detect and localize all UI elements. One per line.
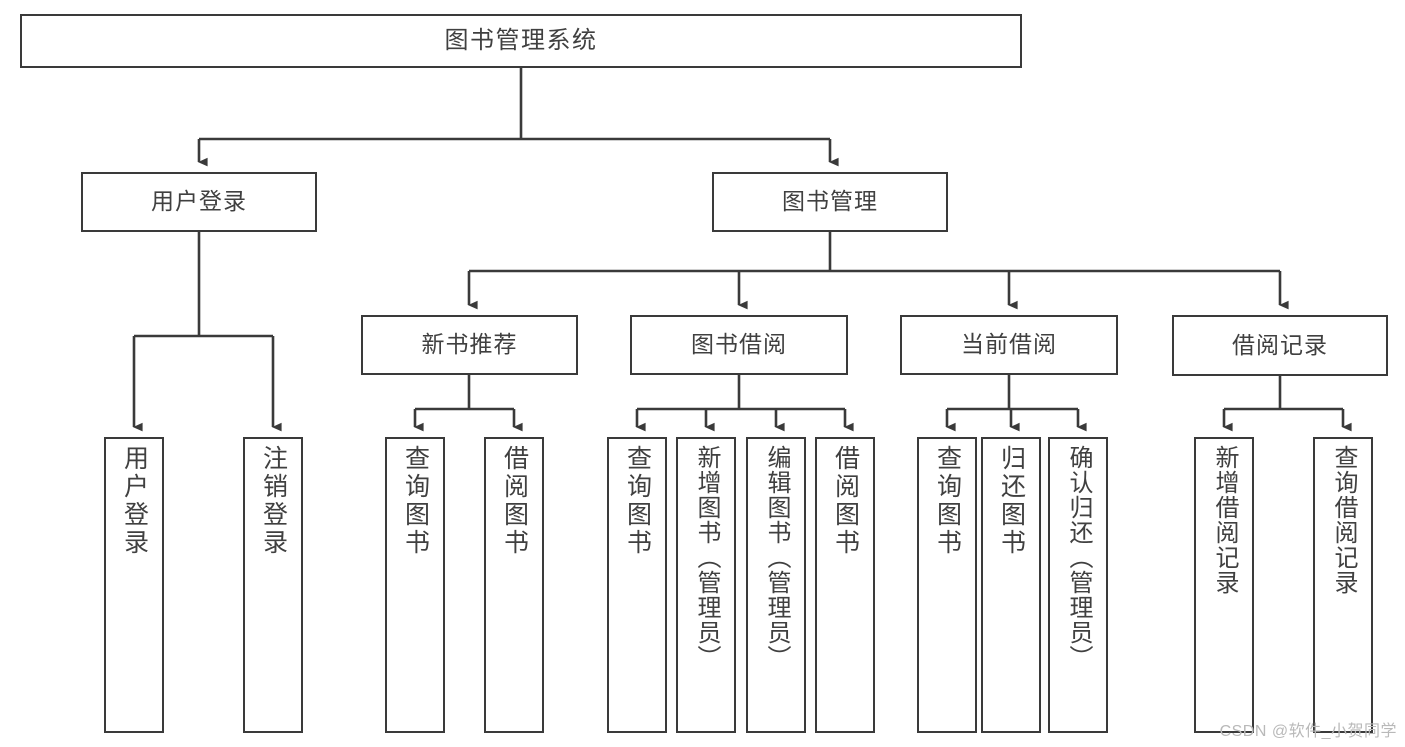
node-current-borrow[interactable]: 当前借阅: [900, 315, 1118, 375]
leaf-borrow-book-recommend[interactable]: 借阅图书: [484, 437, 544, 733]
node-borrow-record[interactable]: 借阅记录: [1172, 315, 1388, 376]
node-label: 查询图书: [623, 445, 652, 557]
node-label: 查询图书: [933, 445, 962, 557]
leaf-query-book-borrow[interactable]: 查询图书: [607, 437, 667, 733]
node-root-system[interactable]: 图书管理系统: [20, 14, 1022, 68]
node-label: 查询图书: [401, 445, 430, 557]
node-book-management[interactable]: 图书管理: [712, 172, 948, 232]
leaf-borrow-book[interactable]: 借阅图书: [815, 437, 875, 733]
node-label: 新增图书（管理员）: [693, 445, 720, 670]
leaf-query-borrow-record[interactable]: 查询借阅记录: [1313, 437, 1373, 733]
leaf-add-book-admin[interactable]: 新增图书（管理员）: [676, 437, 736, 733]
node-label: 确认归还（管理员）: [1065, 445, 1092, 670]
leaf-query-book-recommend[interactable]: 查询图书: [385, 437, 445, 733]
node-label: 新增借阅记录: [1211, 445, 1238, 595]
leaf-user-login[interactable]: 用户登录: [104, 437, 164, 733]
leaf-confirm-return-admin[interactable]: 确认归还（管理员）: [1048, 437, 1108, 733]
node-label: 归还图书: [997, 445, 1026, 557]
node-label: 查询借阅记录: [1330, 445, 1357, 595]
leaf-query-book-current[interactable]: 查询图书: [917, 437, 977, 733]
leaf-edit-book-admin[interactable]: 编辑图书（管理员）: [746, 437, 806, 733]
node-label: 借阅图书: [500, 445, 529, 557]
leaf-logout-login[interactable]: 注销登录: [243, 437, 303, 733]
node-label: 用户登录: [151, 188, 247, 215]
node-new-book-recommend[interactable]: 新书推荐: [361, 315, 578, 375]
node-label: 图书管理: [782, 188, 878, 215]
node-book-borrow[interactable]: 图书借阅: [630, 315, 848, 375]
node-label: 编辑图书（管理员）: [763, 445, 790, 670]
leaf-return-book[interactable]: 归还图书: [981, 437, 1041, 733]
node-label: 借阅图书: [831, 445, 860, 557]
node-label: 注销登录: [259, 445, 288, 557]
node-label: 借阅记录: [1232, 331, 1328, 358]
node-label: 图书借阅: [691, 331, 787, 358]
node-label: 新书推荐: [421, 331, 518, 358]
node-label: 图书管理系统: [444, 26, 598, 54]
node-label: 当前借阅: [961, 331, 1057, 358]
node-user-login[interactable]: 用户登录: [81, 172, 317, 232]
node-label: 用户登录: [120, 445, 149, 557]
leaf-add-borrow-record[interactable]: 新增借阅记录: [1194, 437, 1254, 733]
